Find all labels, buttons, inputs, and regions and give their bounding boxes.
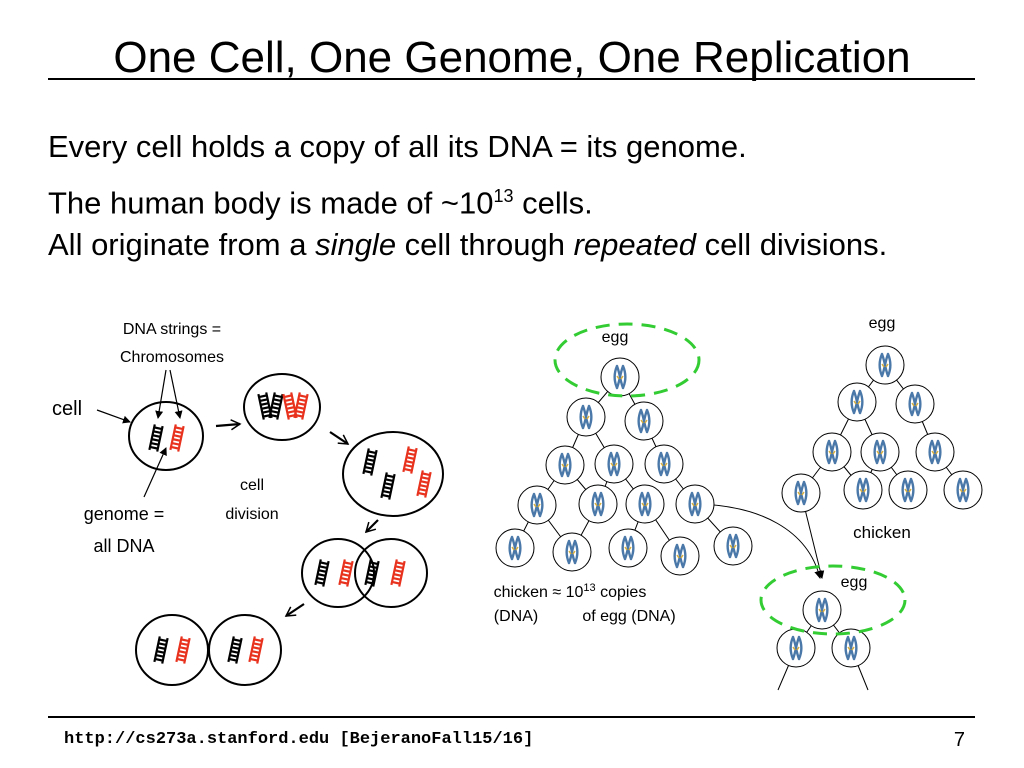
- right-diagram: egg egg chicken egg chicken ≈ 1013 copie…: [494, 315, 983, 691]
- slide-title: One Cell, One Genome, One Replication: [113, 33, 911, 82]
- chromosome-red: [402, 445, 418, 475]
- bullet-2: The human body is made of ~1013 cells.: [48, 177, 593, 222]
- genome-label-line2: all DNA: [93, 536, 154, 556]
- middle-tree-nodes: [495, 357, 753, 576]
- chromosome-red: [169, 423, 185, 453]
- left-diagram: DNA strings = Chromosomes cell genome = …: [52, 321, 444, 686]
- cell-label: cell: [52, 398, 82, 420]
- chromosome-black: [148, 423, 164, 453]
- chromosome-red: [248, 635, 264, 665]
- copies-label-line1: chicken ≈ 1013 copies: [494, 582, 647, 601]
- cell-outline: [135, 614, 209, 686]
- bullet-3-em-repeated: repeated: [573, 227, 696, 262]
- chicken-label: chicken: [853, 523, 911, 542]
- egg-label-right: egg: [869, 315, 896, 332]
- footer-url: http://cs273a.stanford.edu [BejeranoFall…: [64, 730, 534, 749]
- footer-rule: [48, 716, 975, 718]
- chromosome-black: [153, 635, 169, 665]
- egg-label-top: egg: [602, 329, 629, 346]
- cell-pointer-arrow: [96, 409, 131, 424]
- bullet-2-pre: The human body is made of ~10: [48, 185, 494, 221]
- bullet-2-post: cells.: [513, 185, 593, 221]
- genome-label-line1: genome =: [84, 504, 165, 524]
- egg-highlight-ring-top: [553, 322, 701, 398]
- bullet-3-mid: cell through: [396, 227, 574, 262]
- chromosome-red: [293, 391, 309, 421]
- genome-pointer-arrow: [143, 447, 167, 498]
- division-arrow: [215, 419, 242, 431]
- copies-label-line2a: (DNA): [494, 608, 538, 625]
- egg-label-bottom: egg: [841, 574, 868, 591]
- chromosome-red: [390, 558, 406, 588]
- bullet-2-exponent: 13: [493, 186, 514, 206]
- copies-label-line2b: of egg (DNA): [582, 608, 675, 625]
- division-arrow: [364, 519, 379, 534]
- dna-pointer-arrow-2: [169, 369, 183, 419]
- cell-outline: [208, 614, 282, 686]
- cell-outline: [342, 431, 444, 517]
- slide-number: 7: [953, 729, 965, 751]
- bullet-1-text: Every cell holds a copy of all its DNA =…: [48, 129, 747, 164]
- bullet-3: All originate from a single cell through…: [48, 226, 887, 264]
- division-label-line1: cell: [240, 477, 264, 494]
- bullet-1: Every cell holds a copy of all its DNA =…: [48, 128, 747, 166]
- chromosome-red: [416, 469, 432, 499]
- chromosome-black: [380, 471, 396, 501]
- egg-highlight-ring-bottom: [759, 564, 907, 636]
- bullet-3-post: cell divisions.: [695, 227, 888, 262]
- division-label-line2: division: [225, 506, 278, 523]
- cell-outline: [128, 401, 204, 471]
- dna-pointer-arrow-1: [155, 369, 167, 419]
- right-tree-edges: [800, 364, 964, 579]
- division-arrow: [284, 603, 305, 617]
- cell-outline: [354, 538, 428, 608]
- dna-label-line2: Chromosomes: [120, 349, 224, 366]
- chromosome-black: [268, 391, 284, 421]
- bottom-tree-edges: [777, 609, 869, 691]
- chromosome-black: [227, 635, 243, 665]
- chromosome-red: [338, 558, 354, 588]
- cell-outline: [301, 538, 375, 608]
- division-arrow: [329, 431, 350, 445]
- bullet-3-pre: All originate from a: [48, 227, 316, 262]
- chromosome-black: [314, 558, 330, 588]
- chromosome-black: [364, 558, 380, 588]
- right-tree-nodes: [781, 345, 983, 513]
- bullet-3-em-single: single: [315, 227, 397, 262]
- cell-outline: [243, 373, 321, 441]
- dna-label-line1: DNA strings =: [123, 321, 221, 338]
- chromosome-black: [362, 447, 378, 477]
- chromosome-red: [175, 635, 191, 665]
- title-underline: [48, 78, 975, 80]
- bottom-tree-nodes: [776, 590, 871, 668]
